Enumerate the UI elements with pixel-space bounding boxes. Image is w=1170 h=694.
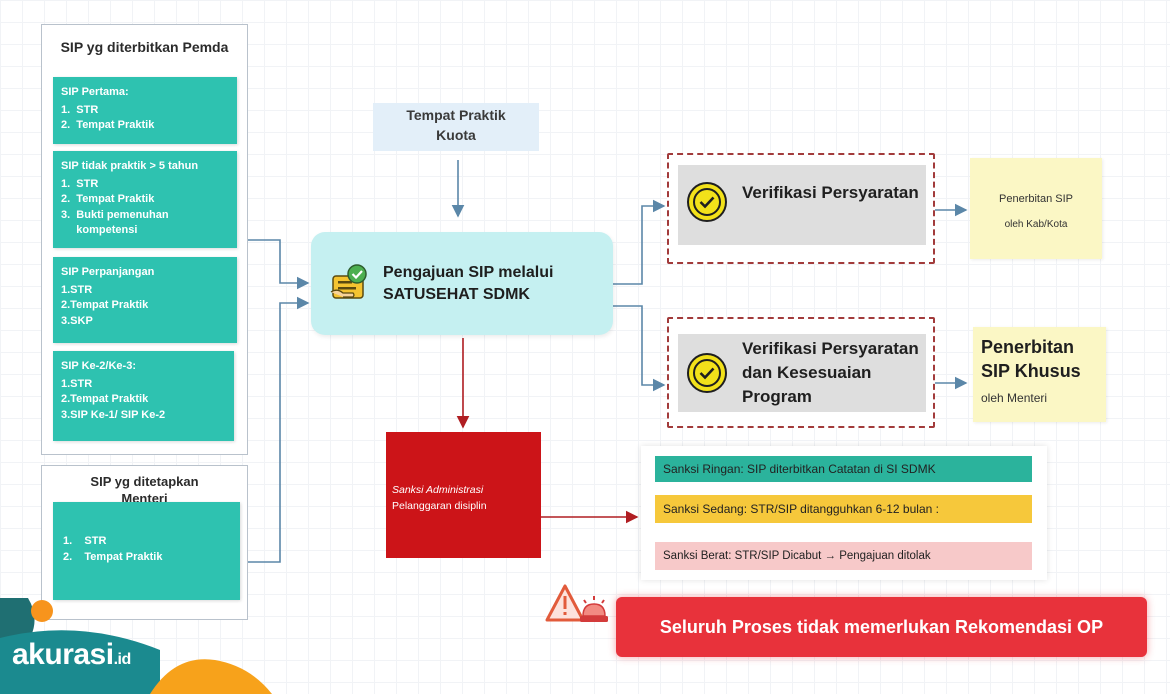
- sanksi-admin-line1: Sanksi Administrasi: [392, 484, 484, 496]
- box-sip-menteri: 1. STR 2. Tempat Praktik: [53, 502, 240, 600]
- box-sip-tidak-praktik: SIP tidak praktik > 5 tahun 1. STR 2. Te…: [53, 151, 237, 248]
- main-line1: Pengajuan SIP melalui: [383, 263, 554, 281]
- box-verifikasi-2: Verifikasi Persyaratan dan Kesesuaian Pr…: [667, 317, 935, 428]
- verifikasi-1-label: Verifikasi Persyaratan: [742, 183, 919, 202]
- verifikasi-2-line1: Verifikasi Persyaratan: [742, 339, 919, 358]
- box-penerbitan-sip: Penerbitan SIP oleh Kab/Kota: [970, 158, 1102, 259]
- penerbitan-2-line1: Penerbitan: [981, 337, 1075, 357]
- logo-shapes: [0, 598, 272, 694]
- sanksi-ringan: Sanksi Ringan: SIP diterbitkan Catatan d…: [655, 456, 1032, 482]
- kuota-line2: Kuota: [436, 127, 476, 143]
- list-item: 2. Tempat Praktik: [61, 119, 155, 131]
- checklist-hand-icon: [327, 262, 371, 306]
- verifikasi-2-line2: dan Kesesuaian: [742, 363, 872, 382]
- box-penerbitan-sip-khusus: Penerbitan SIP Khusus oleh Menteri: [973, 327, 1106, 422]
- sanksi-berat-label: Sanksi Berat: STR/SIP Dicabut → Pengajua…: [663, 550, 931, 562]
- sanksi-ringan-label: Sanksi Ringan: SIP diterbitkan Catatan d…: [663, 462, 936, 476]
- penerbitan-1-line2: oleh Kab/Kota: [1004, 219, 1068, 230]
- verifikasi-2-inner: Verifikasi Persyaratan dan Kesesuaian Pr…: [678, 334, 926, 412]
- logo-area: akurasi.id: [0, 598, 272, 694]
- sanksi-sedang: Sanksi Sedang: STR/SIP ditangguhkan 6-12…: [655, 495, 1032, 523]
- list-item: kompetensi: [61, 224, 138, 236]
- logo-text: akurasi.id: [12, 638, 131, 672]
- sanksi-sedang-label: Sanksi Sedang: STR/SIP ditangguhkan 6-12…: [663, 502, 939, 516]
- penerbitan-1-line1: Penerbitan SIP: [999, 193, 1073, 205]
- list-item: 2. Tempat Praktik: [61, 193, 155, 205]
- penerbitan-2-line3: oleh Menteri: [981, 391, 1048, 405]
- banner-rekomendasi: Seluruh Proses tidak memerlukan Rekomend…: [616, 597, 1147, 657]
- banner-label: Seluruh Proses tidak memerlukan Rekomend…: [659, 616, 1104, 637]
- list-item: 2. Tempat Praktik: [63, 550, 163, 563]
- box-verifikasi-1: Verifikasi Persyaratan: [667, 153, 935, 264]
- check-circle-icon: [686, 181, 728, 223]
- kuota-line1: Tempat Praktik: [406, 107, 506, 123]
- box-title: SIP Ke-2/Ke-3:: [61, 360, 136, 372]
- penerbitan-2-line2: SIP Khusus: [981, 361, 1081, 381]
- box-title: SIP tidak praktik > 5 tahun: [61, 160, 199, 172]
- box-pengajuan-sip: Pengajuan SIP melalui SATUSEHAT SDMK: [311, 232, 613, 335]
- box-sip-pertama: SIP Pertama: 1. STR 2. Tempat Praktik: [53, 77, 237, 144]
- panel-pemda-title: SIP yg diterbitkan Pemda: [60, 39, 229, 55]
- list-item: 1. STR: [61, 103, 99, 116]
- list-item: 1.STR: [61, 283, 93, 296]
- main-line2: SATUSEHAT SDMK: [383, 285, 530, 303]
- sanksi-berat: Sanksi Berat: STR/SIP Dicabut → Pengajua…: [655, 542, 1032, 570]
- box-sip-perpanjangan: SIP Perpanjangan 1.STR 2.Tempat Praktik …: [53, 257, 237, 343]
- box-title: SIP Pertama:: [61, 86, 129, 98]
- box-title: SIP Perpanjangan: [61, 266, 155, 278]
- list-item: 1.STR: [61, 377, 93, 390]
- verifikasi-1-inner: Verifikasi Persyaratan: [678, 165, 926, 245]
- list-item: 3.SIP Ke-1/ SIP Ke-2: [61, 408, 166, 421]
- verifikasi-2-line3: Program: [742, 387, 812, 406]
- list-item: 1. STR: [63, 535, 107, 547]
- box-sip-ke2-ke3: SIP Ke-2/Ke-3: 1.STR 2.Tempat Praktik 3.…: [53, 351, 234, 441]
- sanksi-admin-line2: Pelanggaran disiplin: [392, 500, 487, 512]
- list-item: 2.Tempat Praktik: [61, 393, 149, 405]
- list-item: 1. STR: [61, 177, 99, 190]
- box-tempat-praktik-kuota: Tempat Praktik Kuota: [373, 103, 539, 151]
- list-item: 3.SKP: [61, 314, 93, 327]
- box-sanksi-administrasi: Sanksi Administrasi Pelanggaran disiplin: [386, 432, 541, 558]
- logo-suffix: .id: [113, 651, 132, 668]
- list-item: 2.Tempat Praktik: [61, 299, 149, 311]
- check-circle-icon: [686, 352, 728, 394]
- list-item: 3. Bukti pemenuhan: [61, 208, 169, 221]
- logo-main: akurasi: [12, 638, 114, 671]
- warning-siren-icon: [545, 582, 609, 632]
